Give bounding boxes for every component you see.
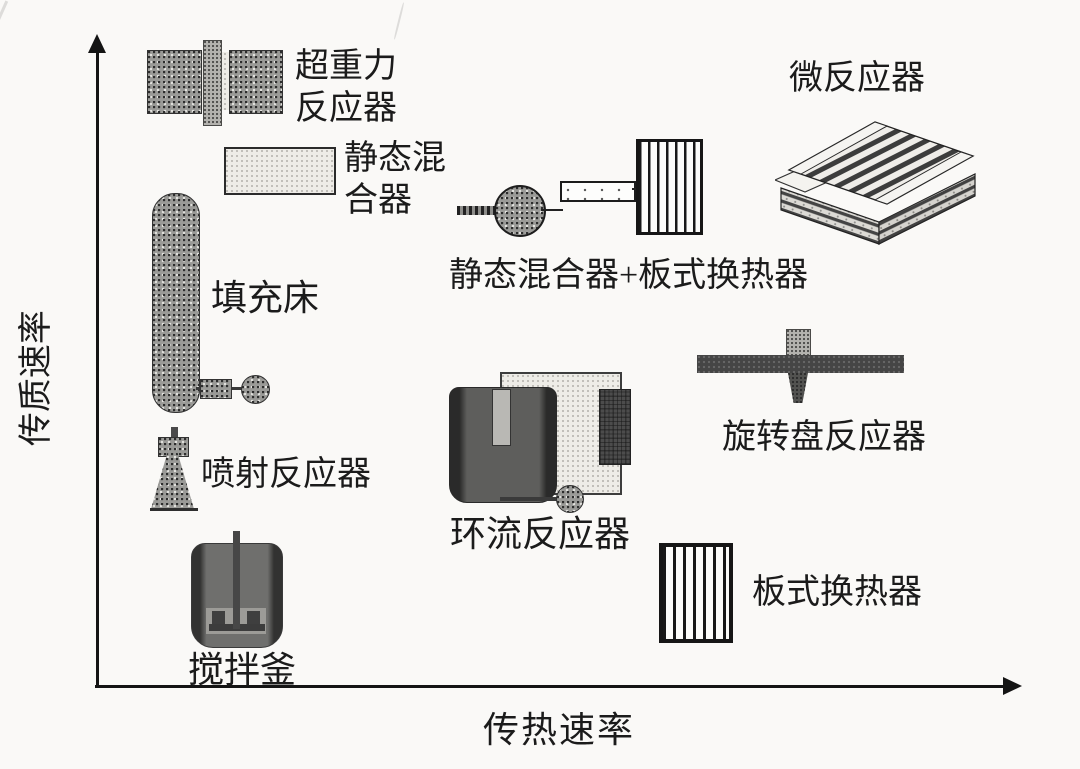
- static-mixer-label: 静态混 合器: [344, 140, 446, 220]
- y-axis-line: [96, 50, 99, 688]
- jet-reactor-cone: [151, 453, 194, 509]
- mixer-hx-connect-line: [541, 209, 563, 211]
- jet-reactor-head: [158, 437, 189, 457]
- stirred-tank-impeller-right: [247, 611, 260, 626]
- higee-reactor-shaft: [203, 40, 222, 126]
- y-axis-arrowhead: [88, 34, 106, 53]
- mixer-hx-connect-line-2: [632, 188, 639, 190]
- jet-reactor-stem: [171, 427, 178, 440]
- higee-reactor-label: 超重力 反应器: [295, 48, 397, 128]
- mixer-hx-plate-exchanger: [636, 139, 703, 235]
- loop-reactor-pump: [556, 485, 584, 513]
- scan-artifact-corner: [0, 0, 9, 26]
- stirred-tank-impeller-left: [212, 611, 225, 626]
- mixer-hx-label: 静态混合器+板式换热器: [449, 257, 809, 294]
- stirred-tank-label: 搅拌釜: [188, 650, 297, 690]
- jet-reactor-label: 喷射反应器: [201, 456, 371, 493]
- x-axis-line: [95, 685, 1007, 688]
- loop-reactor-draft-tube: [492, 389, 511, 446]
- plate-heat-exchanger-figure: [659, 543, 733, 643]
- spinning-disc-bar: [697, 355, 904, 373]
- y-axis-label: 传质速率: [17, 310, 55, 447]
- packed-bed-label: 填充床: [211, 278, 320, 318]
- microreactor-top-edge-strip-right: [873, 151, 975, 205]
- x-axis-label: 传热速率: [483, 710, 636, 750]
- loop-reactor-label: 环流反应器: [450, 514, 631, 554]
- stirred-tank-shaft: [233, 531, 240, 629]
- microreactor-stack-right-face: [878, 173, 976, 245]
- mixer-hx-tube: [560, 181, 636, 202]
- packed-bed-column: [152, 193, 200, 413]
- spinning-disc-label: 旋转盘反应器: [722, 419, 926, 456]
- mixer-hx-mixer-disc: [494, 185, 546, 237]
- loop-reactor-pipe: [500, 497, 562, 501]
- loop-reactor-exchanger: [599, 389, 631, 465]
- static-mixer-figure: [224, 147, 336, 195]
- x-axis-arrowhead: [1003, 677, 1022, 695]
- packed-bed-pump-body: [200, 379, 232, 399]
- scan-artifact-top-curve: [393, 2, 405, 40]
- microreactor-top-edge-strip-left: [787, 121, 889, 175]
- spinning-disc-shaft-bottom: [788, 373, 808, 403]
- plate-heat-exchanger-label: 板式换热器: [752, 574, 922, 611]
- higee-reactor-left-block: [147, 50, 202, 114]
- higee-reactor-right-block: [229, 50, 283, 114]
- packed-bed-pump-circle: [241, 375, 270, 404]
- microreactor-figure: [775, 121, 976, 245]
- microreactor-label: 微反应器: [789, 60, 925, 97]
- jet-reactor-baseline: [150, 508, 198, 511]
- mixer-hx-feed-rod: [457, 206, 521, 215]
